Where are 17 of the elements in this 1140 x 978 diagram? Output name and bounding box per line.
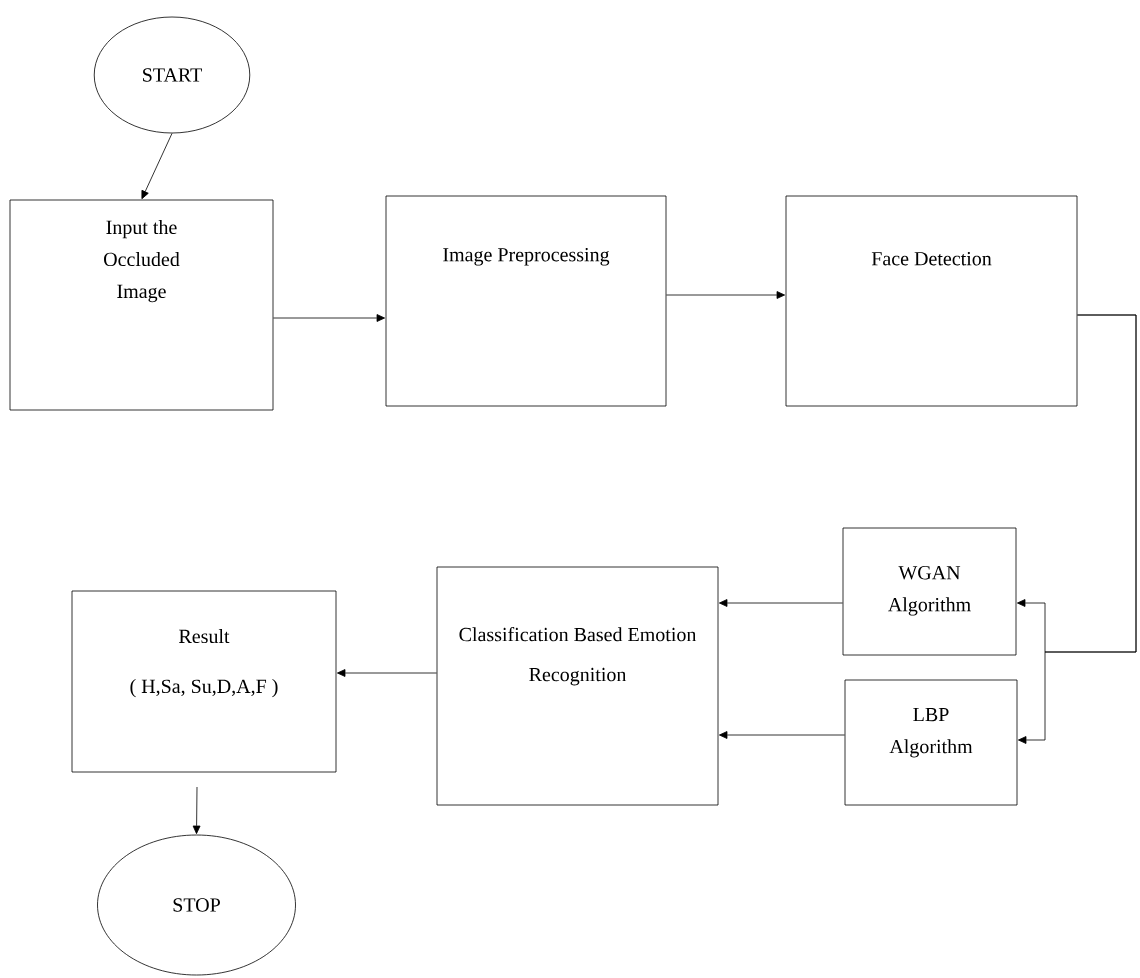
process-box: Result ( H,Sa, Su,D,A,F )	[71, 590, 337, 773]
arrow	[1018, 314, 1137, 744]
process-box: Classification Based Emotion Recognition	[436, 566, 719, 806]
arrow	[719, 731, 845, 739]
arrow	[337, 669, 437, 677]
arrow	[192, 786, 201, 835]
process-box: Face Detection	[785, 195, 1078, 407]
terminal-oval: START	[93, 16, 251, 134]
arrow	[719, 599, 843, 607]
process-box: LBP Algorithm	[844, 679, 1018, 806]
process-box: Image Preprocessing	[385, 195, 667, 407]
process-box: WGAN Algorithm	[842, 527, 1017, 656]
arrow	[666, 291, 786, 299]
arrow	[141, 133, 173, 200]
terminal-oval: STOP	[97, 834, 296, 976]
process-box: Input the Occluded Image	[9, 199, 274, 411]
arrow	[273, 314, 385, 322]
